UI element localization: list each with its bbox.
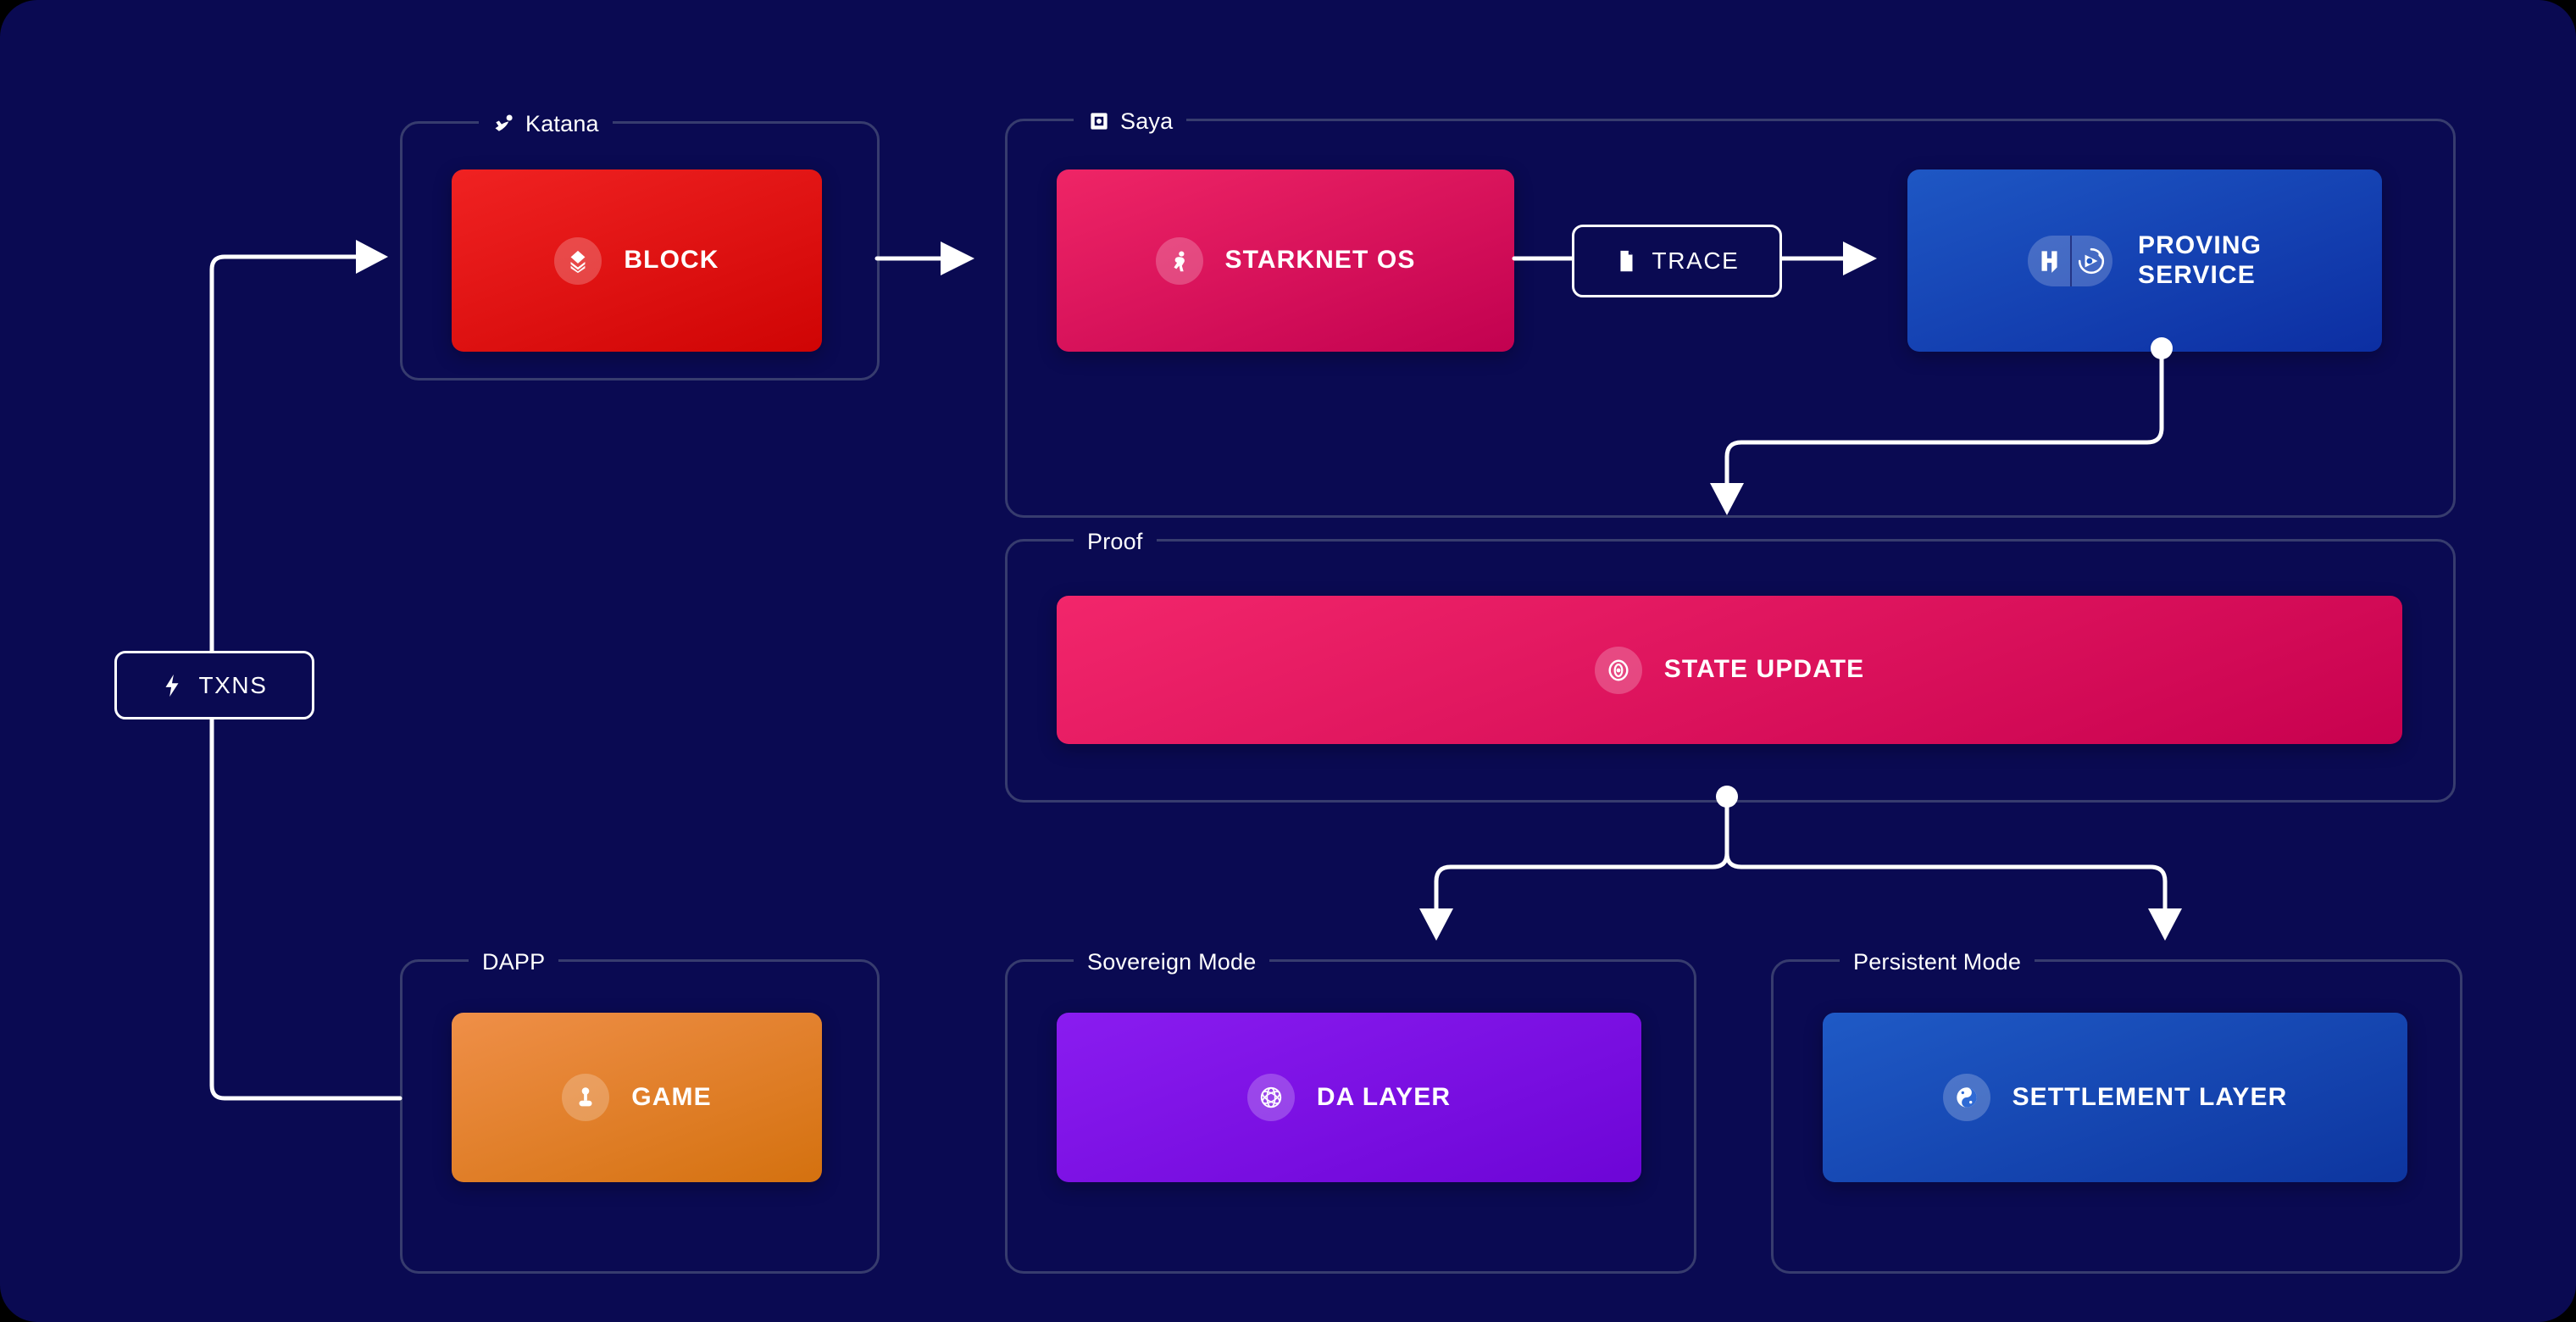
arrowhead-to-starknetos	[941, 242, 974, 275]
arrowhead-to-settlement	[2148, 908, 2182, 941]
group-label-text: Saya	[1120, 108, 1174, 134]
card-starknet-os[interactable]: STARKNET OS	[1057, 169, 1514, 352]
card-settlement-layer[interactable]: SETTLEMENT LAYER	[1823, 1013, 2407, 1182]
node-label: TRACE	[1652, 247, 1740, 274]
card-game[interactable]: GAME	[452, 1013, 822, 1182]
starknet-os-runner-icon	[1155, 236, 1203, 285]
group-label-text: DAPP	[482, 948, 546, 975]
card-label: SETTLEMENT LAYER	[2012, 1082, 2288, 1111]
katana-logo-icon	[495, 114, 513, 131]
card-label: STARKNET OS	[1224, 246, 1416, 275]
card-da-layer[interactable]: DA LAYER	[1057, 1013, 1641, 1182]
document-file-icon	[1619, 250, 1633, 272]
node-txns[interactable]: TXNS	[114, 651, 314, 719]
wire-txns-to-game	[209, 709, 402, 1101]
atlantic-prover-icon	[2070, 236, 2112, 286]
herodotus-h-icon	[2028, 236, 2070, 286]
group-saya: Saya	[1005, 105, 2456, 518]
wire-stateupdate-to-dalayer	[1434, 794, 1729, 911]
card-label: BLOCK	[624, 246, 719, 275]
card-label: PROVING SERVICE	[2137, 231, 2262, 289]
group-label-saya: Saya	[1074, 105, 1187, 137]
saya-logo-icon	[1091, 113, 1108, 130]
card-label: GAME	[631, 1082, 712, 1111]
node-trace[interactable]: TRACE	[1572, 225, 1782, 297]
wire-txns-to-block	[209, 254, 358, 685]
arrowhead-to-block	[356, 240, 388, 274]
card-proving-service[interactable]: PROVING SERVICE	[1907, 169, 2382, 352]
block-layers-icon	[554, 236, 602, 285]
wire-stateupdate-to-settlement	[1724, 794, 2168, 911]
starknet-swirl-icon	[1942, 1074, 1990, 1121]
group-label-text: Proof	[1087, 528, 1143, 554]
group-label-text: Sovereign Mode	[1087, 948, 1257, 975]
card-state-update[interactable]: STATE UPDATE	[1057, 596, 2402, 744]
group-katana: Katana	[400, 108, 880, 380]
group-persistent-mode: Persistent Mode	[1771, 946, 2462, 1274]
lightning-bolt-icon	[165, 674, 179, 697]
game-joystick-icon	[562, 1074, 610, 1121]
celestia-globe-icon	[1246, 1074, 1295, 1121]
state-update-eye-icon	[1594, 646, 1642, 694]
arrowhead-to-dalayer	[1419, 908, 1453, 941]
card-block[interactable]: BLOCK	[452, 169, 822, 352]
group-label-proof: Proof	[1074, 525, 1157, 558]
card-label: STATE UPDATE	[1663, 655, 1865, 684]
group-label-dapp: DAPP	[469, 946, 559, 978]
group-sovereign-mode: Sovereign Mode	[1005, 946, 1696, 1274]
proving-service-dual-icon	[2027, 235, 2112, 286]
group-label-sovereign-mode: Sovereign Mode	[1074, 946, 1270, 978]
group-label-text: Katana	[525, 110, 599, 136]
card-label: DA LAYER	[1316, 1082, 1452, 1111]
node-label: TXNS	[198, 671, 268, 698]
group-dapp: DAPP	[400, 946, 880, 1274]
group-label-katana: Katana	[479, 108, 613, 140]
group-label-persistent-mode: Persistent Mode	[1840, 946, 2035, 978]
group-label-text: Persistent Mode	[1853, 948, 2022, 975]
